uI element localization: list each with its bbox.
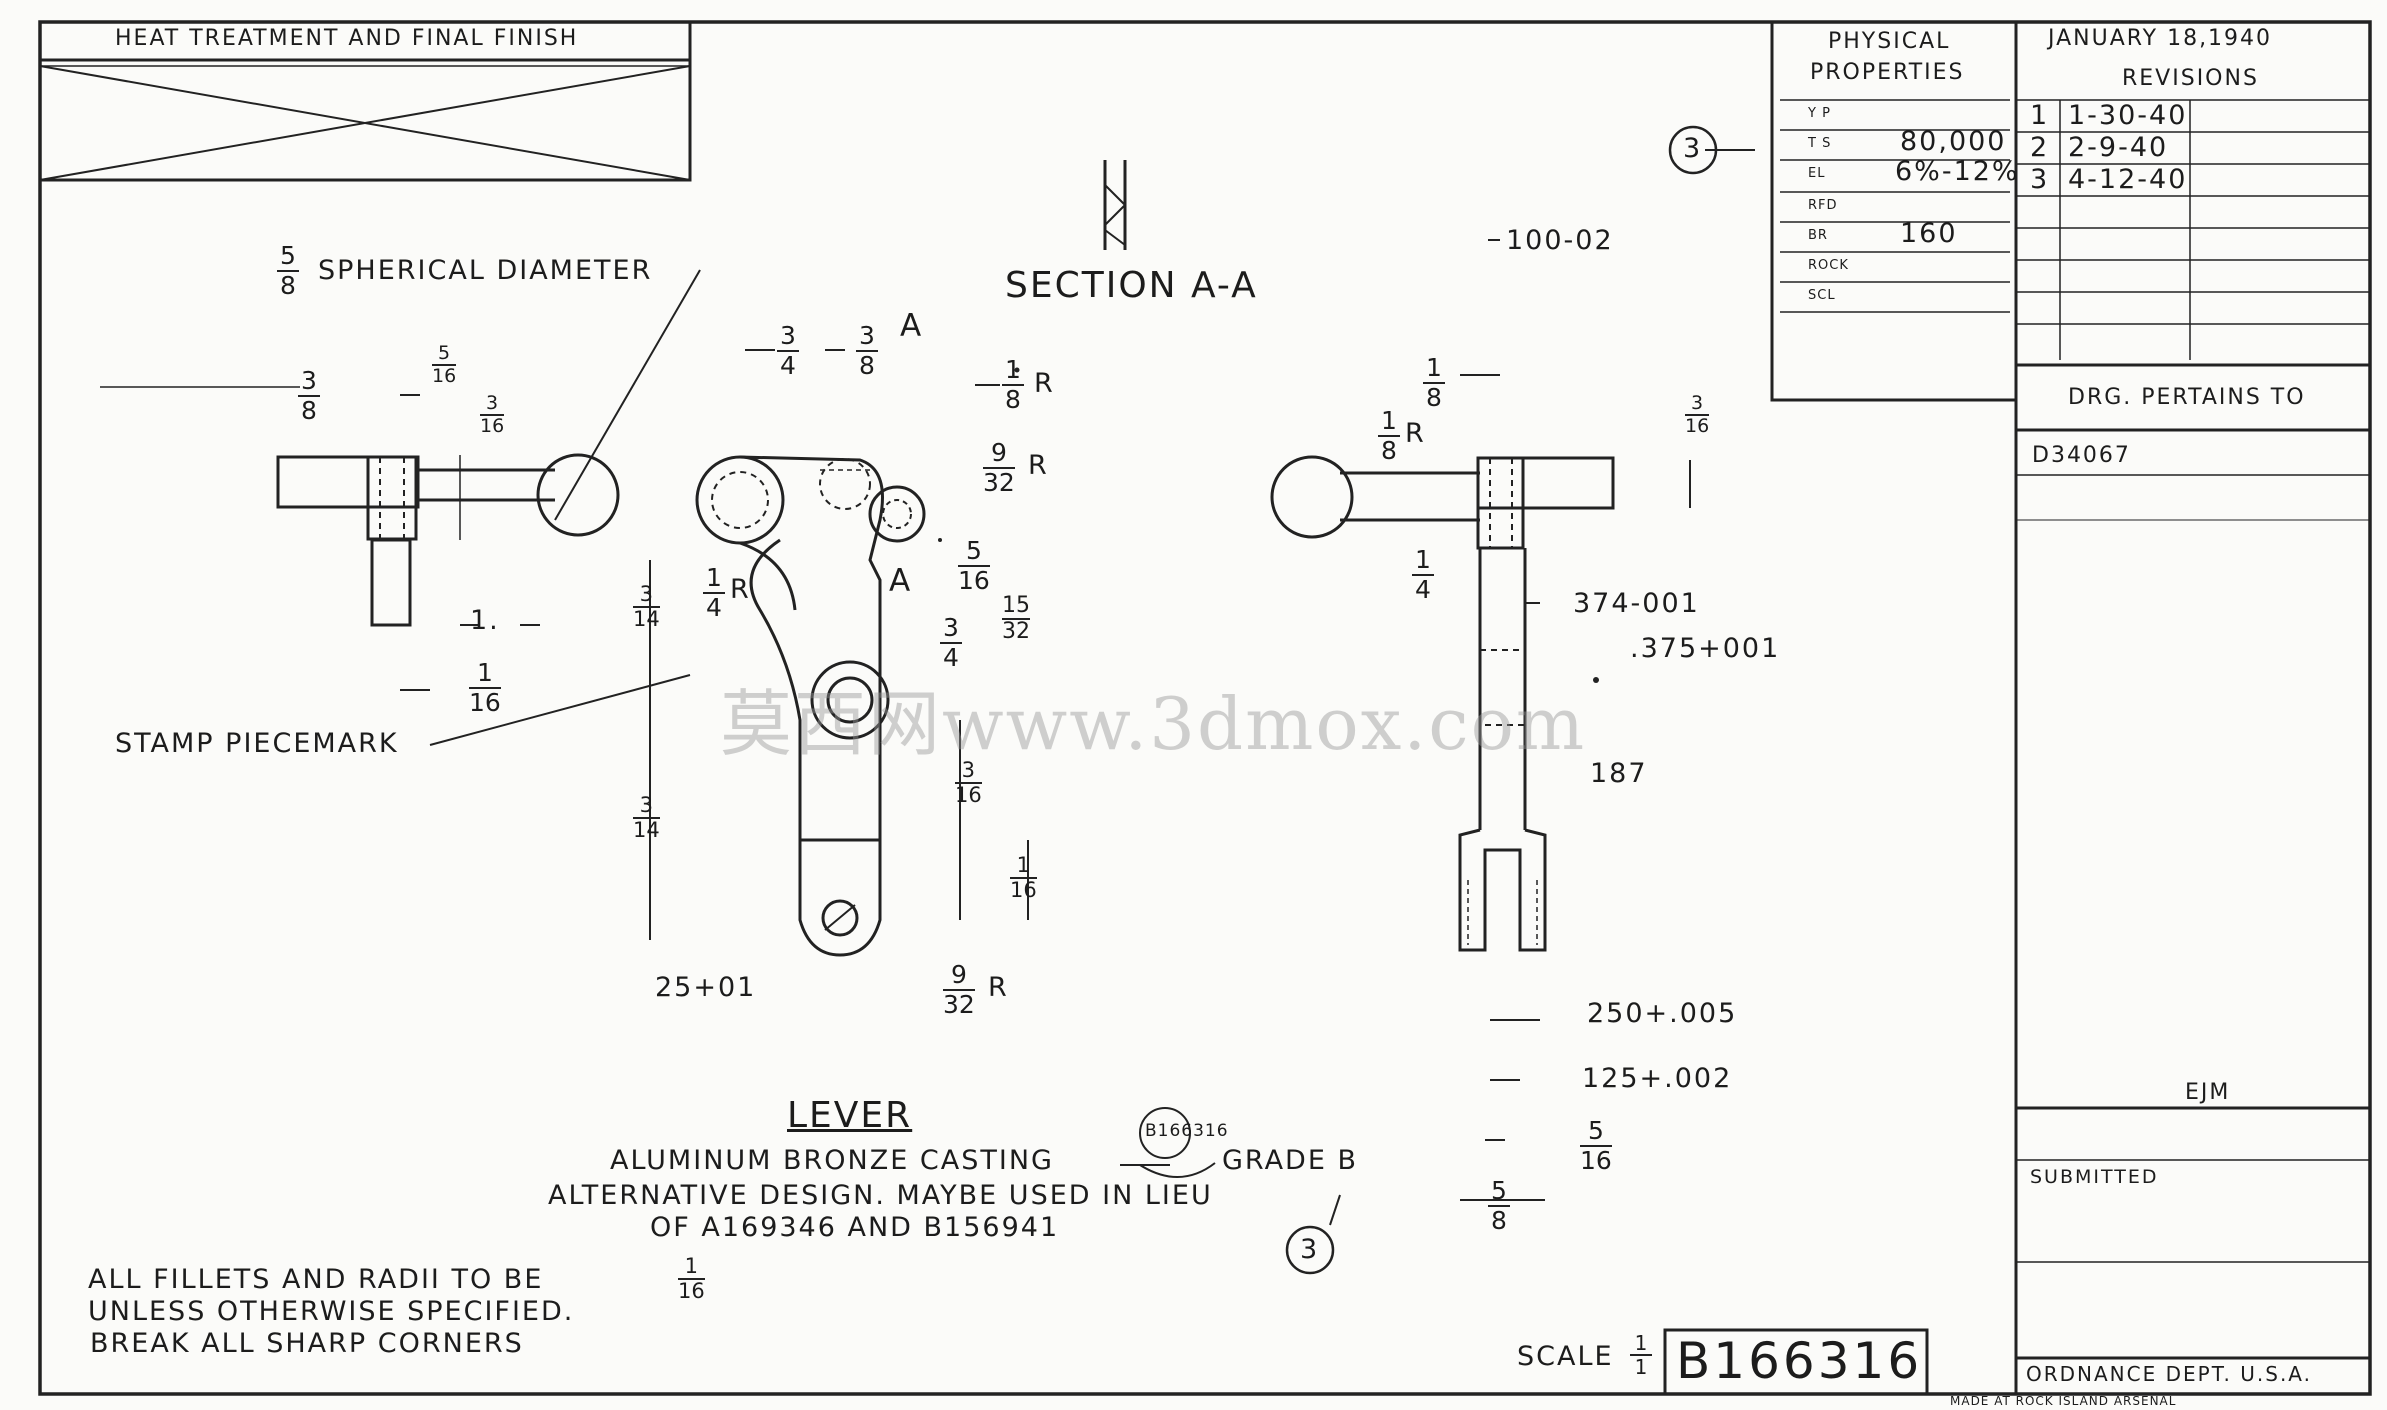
callout-circle	[1139, 1107, 1191, 1159]
revision-date: 2-9-40	[2068, 132, 2169, 163]
alt-line-2: OF A169346 AND B156941	[650, 1212, 1060, 1243]
property-value: 80,000	[1900, 126, 2007, 157]
dim-100: 100-02	[1506, 225, 1614, 256]
revision-number: 2	[2030, 132, 2050, 163]
pertains-value: D34067	[2032, 443, 2131, 468]
radius-2: R	[1028, 450, 1049, 481]
property-label: Y P	[1808, 106, 1831, 121]
radius-5: R	[1405, 418, 1426, 449]
section-marker-top: A	[900, 308, 924, 344]
watermark: 莫西网www.3dmox.com	[720, 682, 1587, 766]
left-view	[100, 386, 620, 627]
section-label: SECTION A-A	[1005, 265, 1258, 306]
part-name: LEVER	[787, 1095, 913, 1136]
property-value: 160	[1900, 218, 1958, 249]
dim-125: 125+.002	[1582, 1063, 1733, 1094]
revision-callout-bottom: 3	[1300, 1234, 1320, 1265]
heat-treatment-box	[38, 20, 692, 182]
middle-view	[695, 455, 926, 957]
scale-label: SCALE	[1517, 1341, 1614, 1372]
revision-date: 1-30-40	[2068, 100, 2188, 131]
dim-one: 1.	[470, 605, 500, 636]
revision-callout-top: 3	[1683, 133, 1703, 164]
pertains-label: DRG. PERTAINS TO	[2068, 385, 2306, 410]
property-label: EL	[1808, 166, 1826, 181]
property-value: 6%-12%	[1895, 156, 2020, 187]
revision-number: 3	[2030, 164, 2050, 195]
date: JANUARY 18,1940	[2048, 26, 2273, 51]
note-line-1: ALL FILLETS AND RADII TO BE	[88, 1264, 544, 1295]
property-label: BR	[1808, 228, 1828, 243]
heat-treatment-label: HEAT TREATMENT AND FINAL FINISH	[115, 26, 579, 51]
property-label: ROCK	[1808, 258, 1849, 273]
physical-title-1: PHYSICAL	[1828, 29, 1951, 54]
submitted-label: SUBMITTED	[2030, 1166, 2159, 1188]
alt-line-1: ALTERNATIVE DESIGN. MAYBE USED IN LIEU	[548, 1180, 1213, 1211]
dim-25: 25+01	[655, 972, 757, 1003]
section-marker-bottom: A	[889, 563, 913, 599]
grade: GRADE B	[1222, 1145, 1359, 1176]
property-label: SCL	[1808, 288, 1836, 303]
revision-circle-bottom	[1285, 1225, 1335, 1275]
made-at: MADE AT ROCK ISLAND ARSENAL	[1950, 1394, 2177, 1408]
drawing-number: B166316	[1676, 1332, 1923, 1390]
note-line-2: UNLESS OTHERWISE SPECIFIED.	[88, 1296, 575, 1327]
sheet-border	[38, 20, 2372, 1396]
dept: ORDNANCE DEPT. U.S.A.	[2026, 1362, 2312, 1386]
dim-374: 374-001	[1573, 588, 1700, 619]
stamp-label: STAMP PIECEMARK	[115, 728, 399, 759]
section-symbol	[1103, 160, 1127, 250]
dimension-lines	[400, 239, 1691, 1201]
radius-4: R	[988, 972, 1009, 1003]
dim-250: 250+.005	[1587, 998, 1738, 1029]
radius-3: R	[730, 574, 751, 605]
physical-title-2: PROPERTIES	[1810, 60, 1965, 85]
radius-1: R	[1034, 368, 1055, 399]
revision-date: 4-12-40	[2068, 164, 2188, 195]
leader-lines	[429, 149, 1755, 1226]
note-line-3: BREAK ALL SHARP CORNERS	[90, 1328, 524, 1359]
revisions-label: REVISIONS	[2122, 66, 2259, 91]
property-label: RFD	[1808, 198, 1838, 213]
dim-187: 187	[1590, 758, 1648, 789]
spherical-label: SPHERICAL DIAMETER	[318, 255, 653, 286]
revision-circle-top	[1668, 125, 1718, 175]
callout-number: B166316	[1145, 1121, 1229, 1141]
right-view	[1270, 455, 1615, 952]
property-label: T S	[1808, 136, 1832, 151]
initials: EJM	[2185, 1080, 2231, 1105]
dim-375: .375+001	[1630, 633, 1781, 664]
revision-number: 1	[2030, 100, 2050, 131]
material: ALUMINUM BRONZE CASTING	[610, 1145, 1054, 1176]
